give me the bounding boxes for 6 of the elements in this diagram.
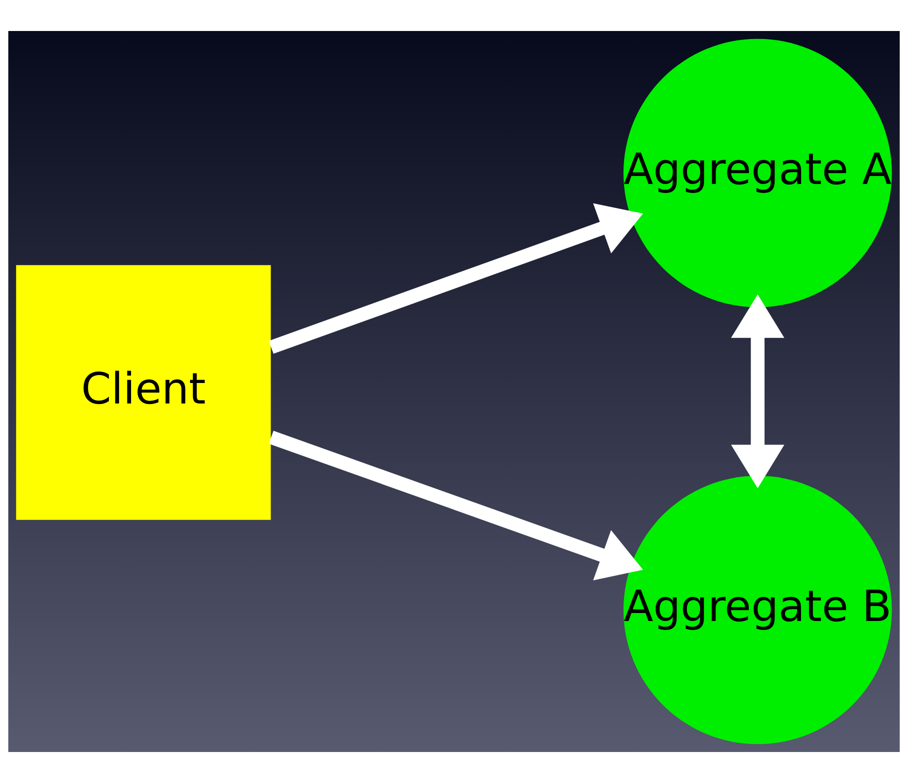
node-circle: Aggregate B — [623, 475, 892, 744]
arrow — [268, 430, 644, 580]
node-box: Client — [16, 264, 271, 520]
arrow — [731, 294, 784, 488]
node-circle: Aggregate A — [623, 38, 892, 307]
arrow — [268, 202, 644, 354]
